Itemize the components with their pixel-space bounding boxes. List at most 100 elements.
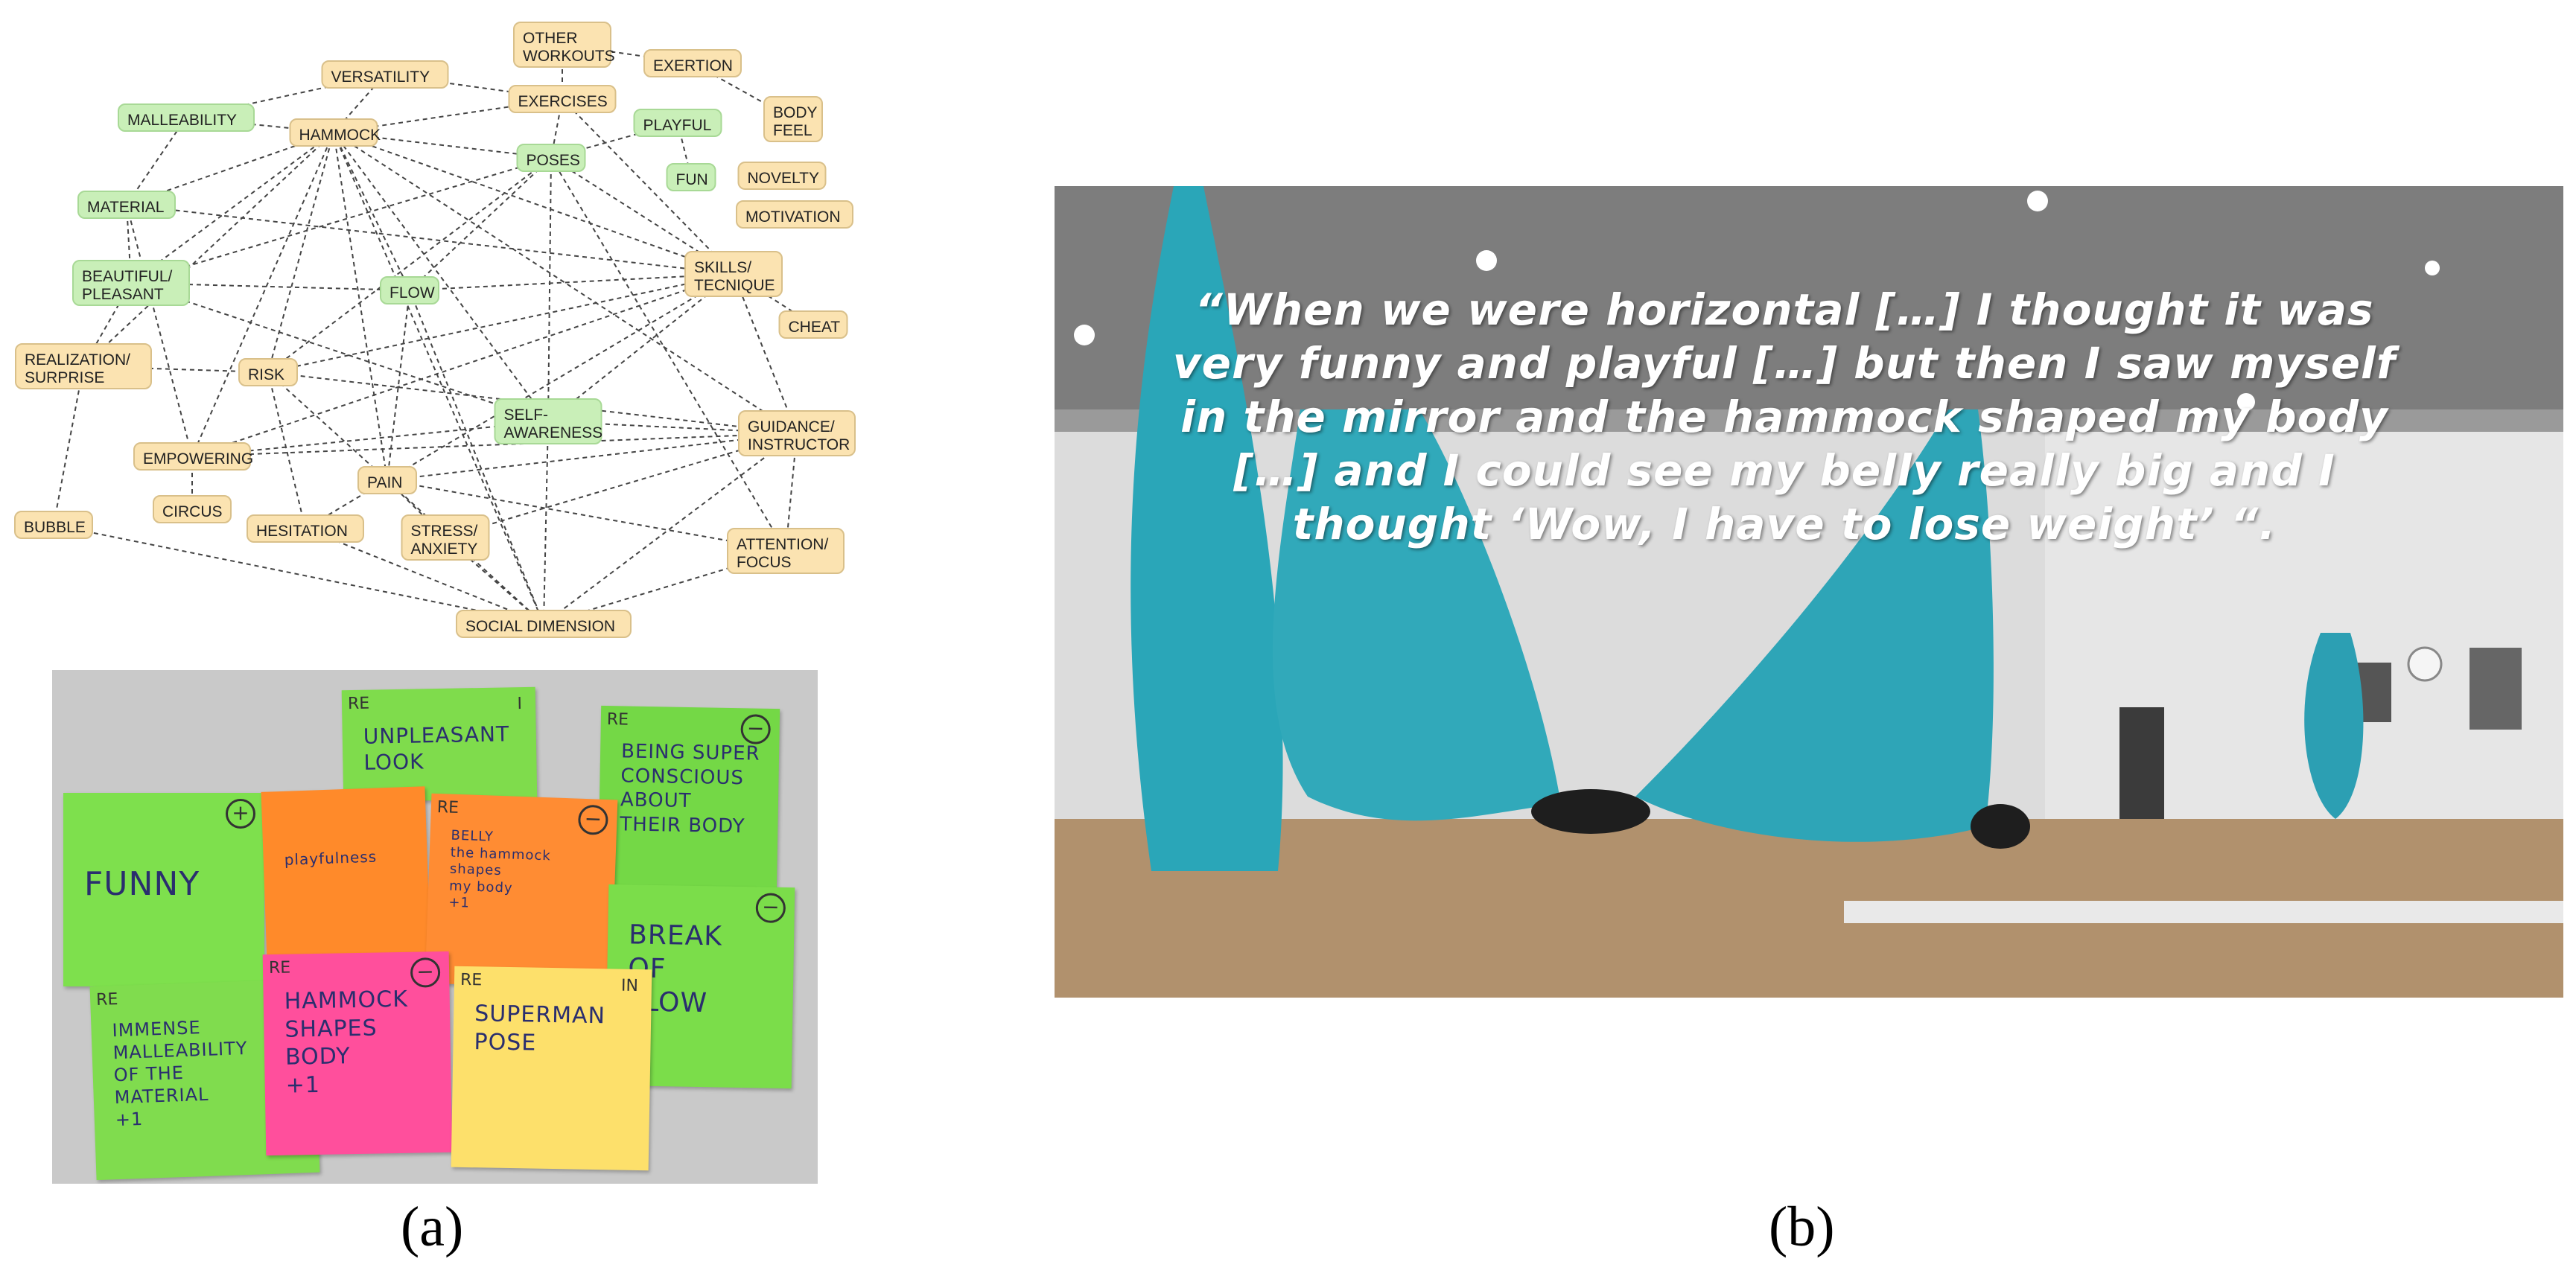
doorway: [2119, 707, 2164, 819]
node-label: SOCIAL DIMENSION: [465, 618, 615, 635]
graph-edge: [191, 273, 734, 457]
graph-edge: [333, 132, 388, 481]
node-box: [380, 276, 439, 304]
quote-text: “When we were horizontal […] I thought i…: [1172, 284, 2397, 549]
wall-clock: [2407, 646, 2443, 682]
note-tag: RE: [95, 990, 118, 1010]
node-label: SELF-: [504, 406, 549, 424]
plus-circle-icon: +: [226, 799, 255, 829]
graph-edge: [305, 528, 544, 625]
graph-edge: [83, 132, 334, 367]
note-line: CONSCIOUS: [620, 764, 745, 789]
minus-circle-icon: −: [410, 957, 441, 988]
graph-node-malleability: MALLEABILITY: [118, 103, 255, 132]
node-label: WORKOUTS: [523, 48, 615, 65]
graph-edge: [547, 273, 734, 422]
wood-floor: [1055, 819, 2563, 998]
graph-node-social: SOCIAL DIMENSION: [456, 610, 632, 638]
node-label: EXERTION: [653, 57, 733, 74]
ceiling-light: [2027, 191, 2048, 211]
node-label: POSES: [527, 152, 580, 169]
note-tag: RE: [347, 694, 370, 714]
node-label: STRESS/: [411, 523, 478, 540]
concept-graph: OTHERWORKOUTSEXERTIONBODYFEELVERSATILITY…: [14, 22, 856, 638]
hammock-fabric: [1273, 409, 1561, 821]
ceiling-light: [2425, 261, 2440, 275]
node-box: [289, 118, 378, 147]
node-label: BUBBLE: [24, 519, 86, 536]
graph-edge: [333, 132, 544, 625]
graph-node-self-awareness: SELF-AWARENESS: [494, 398, 602, 444]
graph-edge: [333, 132, 549, 422]
graph-node-bubble: BUBBLE: [14, 511, 93, 539]
node-label: MOTIVATION: [745, 208, 841, 226]
note-line: the hammock shapes: [449, 844, 552, 879]
graph-edge: [333, 132, 734, 275]
graph-node-skills: SKILLS/TECNIQUE: [684, 251, 783, 297]
node-box: [738, 410, 856, 456]
graph-edge: [53, 524, 544, 625]
caption-b-label: (b): [1769, 1196, 1835, 1258]
node-box: [516, 144, 586, 172]
node-box: [513, 22, 611, 68]
graph-edge: [409, 290, 544, 625]
hammock-fabric: [2304, 633, 2364, 819]
person: [1531, 789, 1650, 834]
ceiling: [1055, 186, 2563, 409]
node-label: CIRCUS: [162, 503, 223, 520]
graph-edge: [387, 433, 798, 481]
node-label: NOVELTY: [748, 170, 819, 187]
graph-node-hammock: HAMMOCK: [289, 118, 381, 147]
note-line: playfulness: [284, 847, 378, 869]
graph-edge: [191, 421, 549, 457]
graph-node-exercises: EXERCISES: [508, 85, 617, 113]
graph-node-playful: PLAYFUL: [633, 109, 722, 137]
graph-node-cheat: CHEAT: [778, 310, 848, 339]
node-label: VERSATILITY: [331, 68, 430, 86]
graph-node-motivation: MOTIVATION: [736, 200, 853, 229]
caption-b: (b): [1769, 1195, 1835, 1260]
note-line: LOOK: [363, 749, 424, 775]
hammock-fabric: [1635, 409, 1994, 842]
note-line: BREAK: [628, 919, 723, 952]
graph-edge: [267, 273, 734, 373]
minus-circle-icon: −: [755, 893, 786, 923]
graph-edge: [191, 132, 334, 457]
graph-node-exertion: EXERTION: [643, 49, 742, 77]
note-tag: RE: [436, 797, 459, 817]
node-box: [133, 442, 251, 471]
graph-node-beautiful: BEAUTIFUL/PLEASANT: [72, 260, 190, 306]
graph-edge: [130, 132, 334, 284]
graph-node-realization: REALIZATION/SURPRISE: [15, 343, 152, 389]
graph-edge: [543, 433, 798, 625]
graph-node-attention: ATTENTION/FOCUS: [727, 528, 845, 574]
note-mark: IN: [620, 976, 639, 996]
node-label: PAIN: [367, 474, 402, 491]
node-label: HAMMOCK: [299, 127, 381, 144]
note-line: SUPERMAN: [474, 1001, 606, 1030]
graph-edge: [387, 479, 786, 552]
note-text: FUNNY: [84, 864, 249, 905]
graph-edge: [126, 117, 187, 205]
node-box: [14, 511, 93, 539]
sticky-note-funny: + FUNNY: [63, 793, 264, 986]
minus-circle-icon: −: [577, 804, 609, 835]
note-tag: RE: [459, 970, 483, 990]
node-box: [153, 495, 232, 523]
node-label: PLAYFUL: [643, 117, 712, 134]
node-label: FUN: [676, 171, 708, 188]
graph-edge: [267, 132, 334, 373]
node-label: ATTENTION/: [737, 536, 828, 553]
note-line: POSE: [474, 1028, 537, 1056]
ceiling-light: [2237, 393, 2255, 411]
studio-scene: [1055, 186, 2563, 998]
graph-edge: [130, 282, 549, 422]
ceiling-light: [1074, 325, 1095, 345]
node-box: [727, 528, 845, 574]
node-box: [238, 358, 298, 386]
graph-node-poses: POSES: [516, 144, 586, 172]
